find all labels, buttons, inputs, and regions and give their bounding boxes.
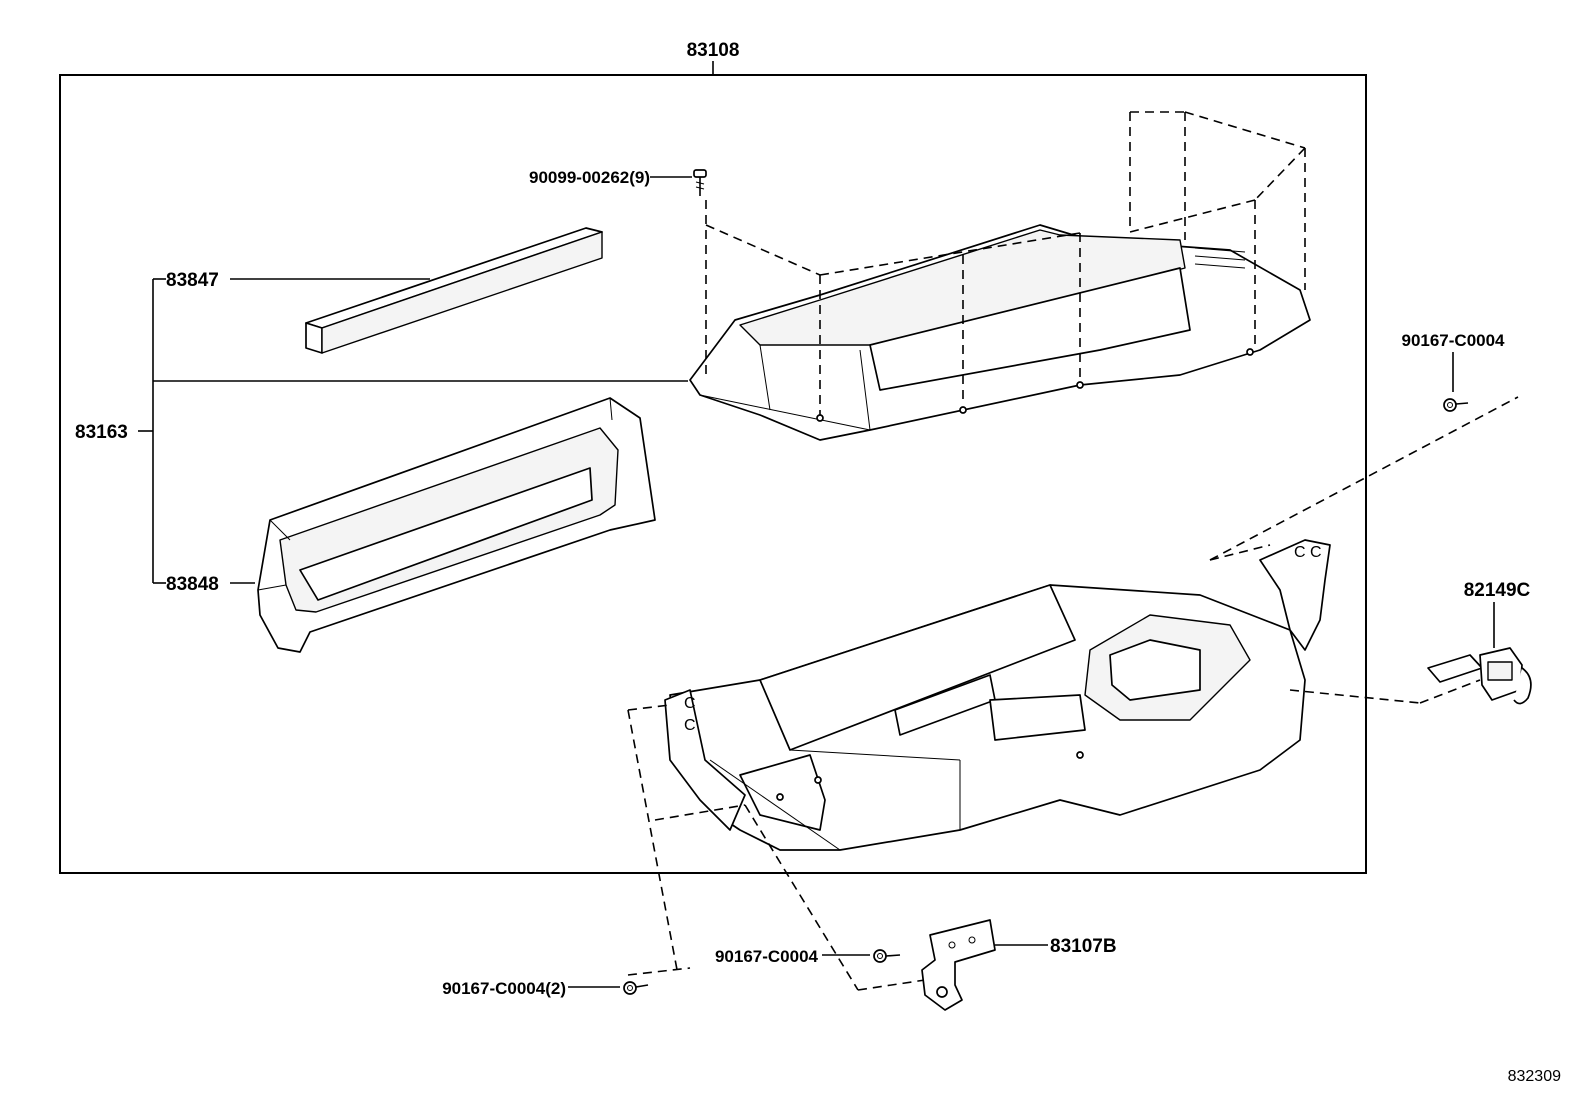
label-pad-upper[interactable]: 83847	[166, 270, 219, 291]
label-pad-lower[interactable]: 83848	[166, 574, 219, 595]
label-connector[interactable]: 82149C	[1464, 580, 1531, 601]
screw-bottom-left-icon	[568, 981, 649, 995]
screw-right-icon	[1443, 352, 1469, 412]
figure-code: 832309	[1508, 1068, 1561, 1085]
screw-top-icon	[650, 169, 707, 196]
screw-bottom-mid-icon	[822, 949, 901, 963]
svg-text:C C: C C	[1294, 544, 1322, 561]
label-bracket[interactable]: 83107B	[1050, 936, 1117, 957]
connector-part	[1427, 602, 1532, 705]
bracket-part	[921, 919, 996, 1011]
label-screw-bottom-mid[interactable]: 90167-C0004	[715, 947, 819, 966]
svg-text:C: C	[684, 695, 696, 712]
label-screw-top[interactable]: 90099-00262(9)	[529, 168, 650, 187]
pad-upper-part	[305, 227, 603, 354]
svg-text:C: C	[684, 717, 696, 734]
pad-lower-part	[257, 397, 656, 653]
upper-case-part	[689, 224, 1311, 441]
lower-case-part: C C C C	[664, 539, 1331, 851]
label-screw-bottom-left[interactable]: 90167-C0004(2)	[442, 979, 566, 998]
label-assembly[interactable]: 83108	[687, 40, 740, 61]
label-pad-set[interactable]: 83163	[75, 422, 128, 443]
label-screw-right[interactable]: 90167-C0004	[1401, 331, 1505, 350]
